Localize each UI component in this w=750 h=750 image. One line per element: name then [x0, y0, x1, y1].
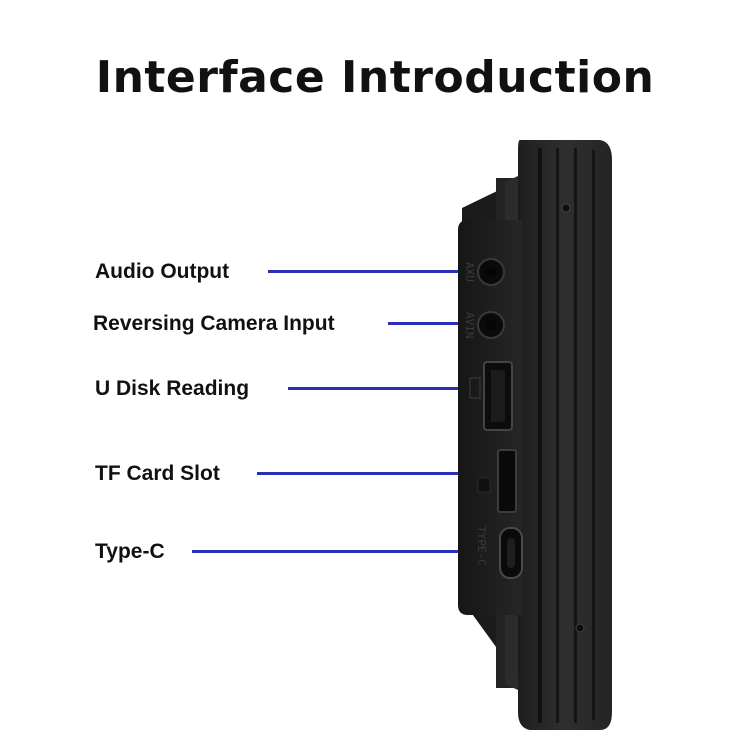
marking-audio: AXU	[463, 262, 476, 282]
callout-label-reversing-camera-input: Reversing Camera Input	[93, 312, 335, 335]
callout-label-type-c: Type-C	[95, 540, 165, 563]
callout-label-tf-card-slot: TF Card Slot	[95, 462, 220, 485]
marking-type-c: TYPE-C	[475, 526, 488, 566]
callout-label-u-disk-reading: U Disk Reading	[95, 377, 250, 400]
page-title: Interface Introduction	[95, 52, 655, 103]
leader-line-audio-output	[268, 270, 475, 273]
rib-2	[556, 148, 559, 723]
leader-line-type-c	[192, 550, 495, 553]
rib-3	[574, 148, 577, 723]
leader-line-reversing-camera-input	[388, 322, 475, 325]
screen-housing	[518, 140, 612, 730]
leader-line-u-disk-reading	[288, 387, 483, 390]
usb-marking-icon	[469, 377, 481, 399]
tf-marking-icon	[477, 477, 491, 493]
screw-bottom-icon	[575, 623, 585, 633]
screw-top-icon	[561, 203, 571, 213]
rib-1	[538, 148, 542, 723]
leader-line-tf-card-slot	[257, 472, 497, 475]
rib-4	[592, 150, 595, 720]
callout-label-audio-output: Audio Output	[95, 260, 230, 283]
marking-avin: AVIN	[463, 312, 476, 339]
tf-card-slot	[497, 449, 517, 513]
